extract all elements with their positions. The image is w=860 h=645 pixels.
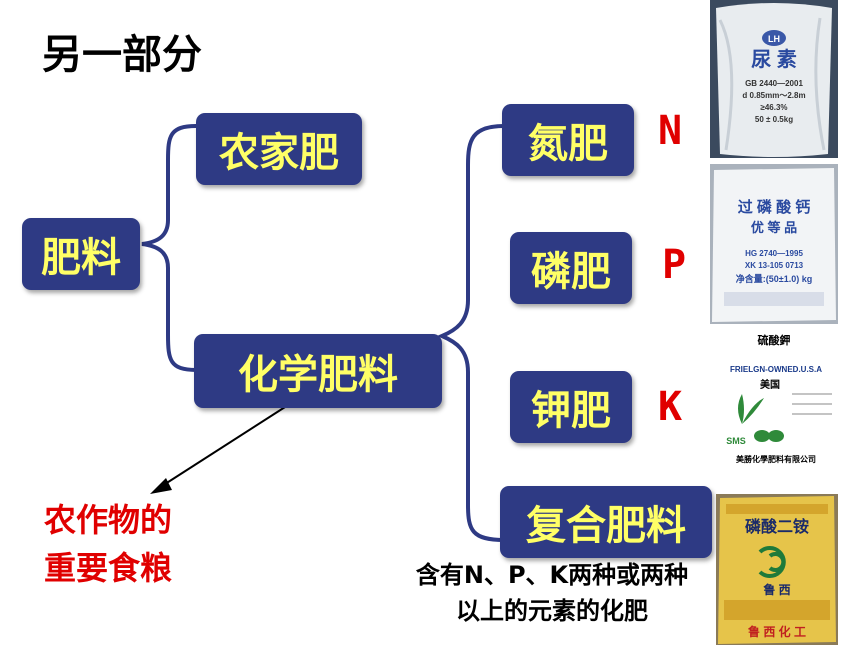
potassium-sulfate-logo: SMS [726, 436, 746, 446]
potassium-sulfate-name: 硫酸鉀 [758, 333, 791, 347]
node-farm-manure: 农家肥 [196, 113, 362, 185]
urea-line-4: 50 ± 0.5kg [755, 115, 793, 124]
letter-k: K [658, 384, 683, 430]
superphosphate-line-1: HG 2740—1995 [745, 249, 803, 258]
urea-line-1: GB 2440—2001 [745, 79, 803, 88]
arrow-line [161, 399, 297, 487]
node-potash: 钾肥 [510, 371, 632, 443]
chemical-bracket [436, 124, 505, 542]
potassium-sulfate-brand: FRIELGN-OWNED.U.S.A [730, 365, 822, 374]
letter-p: P [662, 242, 687, 288]
node-nitrogen: 氮肥 [502, 104, 634, 176]
compound-description: 含有N、P、K两种或两种 以上的元素的化肥 [372, 557, 732, 629]
dap-name: 磷酸二铵 [745, 517, 809, 536]
urea-bag-photo: LH 尿 素 GB 2440—2001 d 0.85mm～2.8m ≥46.3%… [710, 0, 838, 158]
node-root: 肥料 [22, 218, 140, 290]
superphosphate-line-3: 净含量:(50±1.0) kg [736, 273, 812, 284]
annotation-line-1: 农作物的 [44, 501, 173, 539]
superphosphate-line-2: XK 13-105 0713 [745, 261, 804, 270]
node-compound: 复合肥料 [500, 486, 712, 558]
superphosphate-bag-photo: 过 磷 酸 钙 优 等 品 HG 2740—1995 XK 13-105 071… [710, 164, 838, 324]
urea-line-3: ≥46.3% [760, 103, 787, 112]
potassium-sulfate-country: 美国 [760, 378, 780, 391]
annotation-line-2: 重要食粮 [44, 549, 173, 587]
dap-bag-photo: 磷酸二铵 鲁 西 鲁 西 化 工 [716, 494, 838, 645]
compound-desc-line-2: 以上的元素的化肥 [456, 597, 648, 625]
urea-line-2: d 0.85mm～2.8m [742, 91, 805, 100]
page-title: 另一部分 [42, 32, 202, 78]
letter-n: N [658, 108, 683, 154]
superphosphate-name-2: 优 等 品 [751, 220, 797, 235]
potassium-sulfate-company: 美勝化學肥料有限公司 [736, 454, 816, 464]
dap-brand: 鲁 西 [762, 582, 790, 597]
annotation-text: 农作物的 重要食粮 [44, 496, 172, 592]
node-chemical: 化学肥料 [194, 334, 442, 408]
compound-desc-line-1: 含有N、P、K两种或两种 [415, 561, 689, 589]
urea-logo: LH [768, 34, 780, 44]
node-phosphate: 磷肥 [510, 232, 632, 304]
urea-name: 尿 素 [751, 47, 797, 71]
dap-footer: 鲁 西 化 工 [747, 624, 806, 639]
superphosphate-name-1: 过 磷 酸 钙 [738, 198, 811, 216]
arrow-head [150, 478, 172, 494]
potassium-sulfate-photo: 硫酸鉀 FRIELGN-OWNED.U.S.A 美国 SMS 美勝化學肥料有限公… [712, 332, 840, 482]
root-bracket [141, 124, 197, 372]
